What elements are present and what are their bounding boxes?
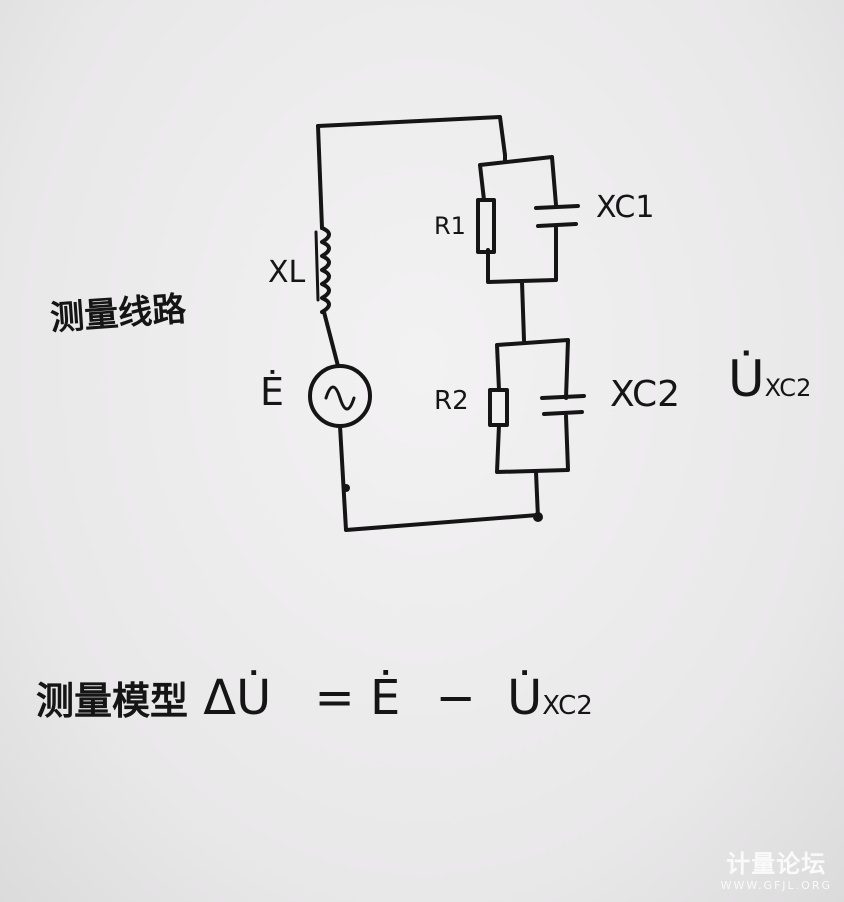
label-e: Ė: [260, 370, 285, 414]
inductor-coil: [320, 226, 331, 314]
label-xc2: XC2: [610, 374, 681, 415]
formula-prefix: 测量模型: [36, 679, 189, 723]
resistor-r1: [476, 198, 496, 254]
inductor-core: [314, 230, 320, 302]
formula-lhs: ΔU̇: [203, 670, 272, 726]
junction-dot: [342, 484, 350, 492]
u-symbol: U̇: [728, 350, 765, 408]
formula-e: Ė: [370, 670, 401, 726]
watermark-url: WWW.GFJL.ORG: [720, 879, 832, 892]
u-subscript: XC2: [764, 374, 812, 402]
capacitor-xc1: [534, 204, 580, 228]
label-xc1: XC1: [596, 190, 655, 225]
watermark-name: 计量论坛: [726, 850, 827, 878]
watermark: 计量论坛 WWW.GFJL.ORG: [721, 844, 832, 892]
wire-left-lower: [338, 424, 540, 532]
parallel-block-2: [495, 338, 570, 520]
label-r2: R2: [434, 386, 469, 416]
resistor-r2: [488, 388, 509, 427]
side-note: 测量线路: [49, 289, 188, 339]
formula: 测量模型 ΔU̇ = Ė − U̇XC2: [36, 670, 593, 726]
junction-dot: [533, 512, 543, 522]
wire-top: [316, 115, 507, 157]
formula-u: U̇: [507, 670, 543, 726]
parallel-block-1: [478, 153, 558, 342]
label-xl: XL: [268, 255, 306, 290]
ac-source-wave: [324, 385, 356, 411]
formula-minus: −: [435, 670, 476, 726]
label-r1: R1: [434, 212, 466, 240]
wire-left-upper: [316, 124, 324, 230]
capacitor-xc2: [540, 394, 586, 416]
label-u-xc2: U̇XC2: [728, 350, 811, 408]
formula-equals: =: [314, 670, 355, 726]
formula-u-subscript: XC2: [542, 691, 593, 721]
wire-left-mid: [322, 310, 340, 368]
